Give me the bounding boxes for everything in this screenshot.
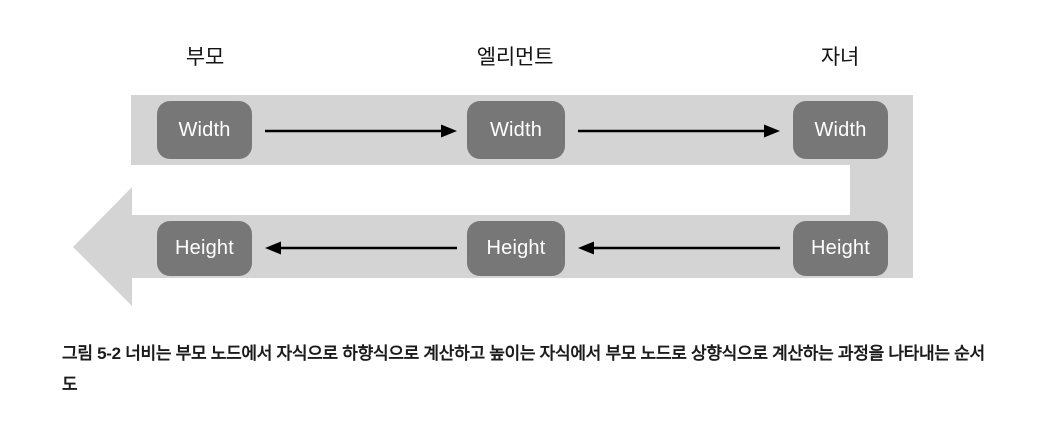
- node-height-parent[interactable]: Height: [157, 221, 252, 276]
- column-header-parent: 부모: [185, 46, 225, 69]
- arrow-width-element-to-child: [578, 123, 780, 139]
- column-header-child: 자녀: [820, 46, 860, 69]
- node-width-child[interactable]: Width: [793, 101, 888, 159]
- flow-band-right-turn: [850, 160, 913, 220]
- node-width-parent[interactable]: Width: [157, 101, 252, 159]
- flow-band-arrowhead-icon: [72, 186, 162, 307]
- figure-caption: 그림 5-2 너비는 부모 노드에서 자식으로 하향식으로 계산하고 높이는 자…: [62, 344, 985, 395]
- arrow-width-parent-to-element: [265, 123, 457, 139]
- node-height-element[interactable]: Height: [467, 221, 565, 276]
- arrow-height-child-to-element: [578, 240, 780, 256]
- column-header-element: 엘리먼트: [476, 46, 554, 69]
- node-width-element[interactable]: Width: [467, 101, 565, 159]
- arrow-height-element-to-parent: [265, 240, 457, 256]
- node-height-child[interactable]: Height: [793, 221, 888, 276]
